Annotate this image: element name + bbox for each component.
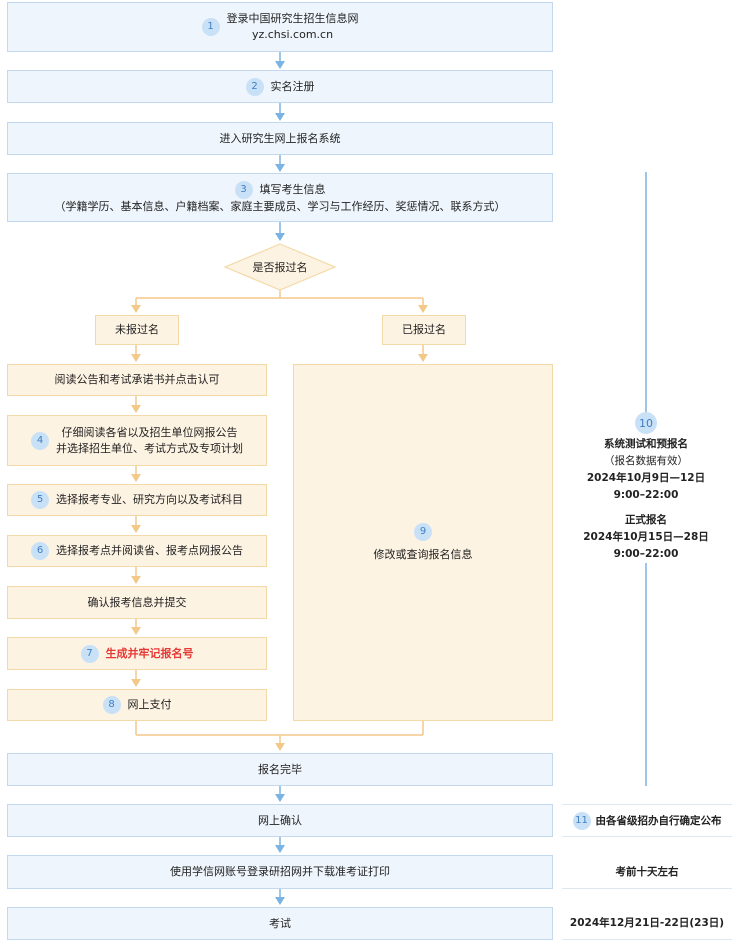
step-3-title: 填写考生信息 (259, 182, 326, 196)
step-8-badge: 8 (102, 696, 121, 714)
step-7-label: 生成并牢记报名号 (105, 646, 194, 660)
online-confirm-label: 网上确认 (258, 813, 302, 827)
step-11-confirm-time: 11 由各省级招办自行确定公布 (562, 804, 732, 837)
step-5-label: 选择报考专业、研究方向以及考试科目 (56, 493, 243, 506)
step-3-fill-info: 3 填写考生信息 （学籍学历、基本信息、户籍档案、家庭主要成员、学习与工作经历、… (7, 173, 553, 222)
download-ticket-label: 使用学信网账号登录研招网并下载准考证打印 (170, 865, 390, 878)
read-announcement-step: 阅读公告和考试承诺书并点击认可 (7, 364, 267, 396)
registration-complete-step: 报名完毕 (7, 753, 553, 786)
step-1-url: yz.chsi.com.cn (251, 28, 334, 41)
download-time-row: 考前十天左右 (562, 855, 732, 889)
step-1-login: 1 登录中国研究生招生信息网 yz.chsi.com.cn (7, 2, 553, 52)
exam-label: 考试 (269, 916, 291, 930)
step-10-title-1: 系统测试和预报名 (604, 438, 688, 450)
step-10-badge: 10 (635, 412, 657, 434)
decision-diamond (223, 243, 337, 291)
step-3-badge: 3 (234, 180, 253, 199)
step-5-select-major: 5 选择报考专业、研究方向以及考试科目 (7, 484, 267, 516)
step-9-modify-query: 9 修改或查询报名信息 (293, 364, 553, 721)
step-3-details: （学籍学历、基本信息、户籍档案、家庭主要成员、学习与工作经历、奖惩情况、联系方式… (54, 199, 506, 213)
step-4-line2: 并选择招生单位、考试方式及专项计划 (56, 441, 243, 455)
decision-label: 是否报过名 (252, 261, 308, 274)
step-10-title-2: 正式报名 (625, 514, 667, 526)
step-9-badge: 9 (414, 522, 432, 541)
step-2-label: 实名注册 (270, 79, 315, 93)
not-registered-label: 未报过名 (115, 323, 159, 336)
enter-system-step: 进入研究生网上报名系统 (7, 122, 553, 155)
read-announcement-label: 阅读公告和考试承诺书并点击认可 (54, 373, 220, 386)
step-10-date-1: 2024年10月9日—12日 (586, 472, 706, 484)
download-ticket-step: 使用学信网账号登录研招网并下载准考证打印 (7, 855, 553, 889)
confirm-submit-label: 确认报考信息并提交 (87, 595, 187, 609)
step-10-schedule: 10 系统测试和预报名 （报名数据有效） 2024年10月9日—12日 9:00… (572, 412, 720, 563)
step-6-select-site: 6 选择报考点并阅读省、报考点网报公告 (7, 535, 267, 567)
step-6-label: 选择报考点并阅读省、报考点网报公告 (56, 544, 243, 557)
step-10-note-1: （报名数据有效） (604, 455, 688, 467)
step-10-date-2: 2024年10月15日—28日 (583, 531, 709, 543)
step-10-time-2: 9:00–22:00 (613, 548, 679, 560)
step-4-badge: 4 (31, 431, 49, 450)
step-2-badge: 2 (245, 77, 264, 96)
exam-step: 考试 (7, 907, 553, 940)
step-6-badge: 6 (31, 542, 49, 560)
not-registered-node: 未报过名 (95, 315, 179, 345)
online-confirm-step: 网上确认 (7, 804, 553, 837)
step-7-generate-number: 7 生成并牢记报名号 (7, 637, 267, 670)
download-time-label: 考前十天左右 (615, 865, 679, 878)
step-4-select-unit: 4 仔细阅读各省以及招生单位网报公告 并选择招生单位、考试方式及专项计划 (7, 415, 267, 466)
step-1-title: 登录中国研究生招生信息网 (226, 12, 359, 25)
enter-system-label: 进入研究生网上报名系统 (219, 131, 341, 145)
step-10-time-1: 9:00–22:00 (613, 489, 679, 501)
registered-node: 已报过名 (382, 315, 466, 345)
registered-label: 已报过名 (402, 323, 446, 336)
step-5-badge: 5 (31, 491, 49, 509)
step-8-online-payment: 8 网上支付 (7, 689, 267, 721)
step-8-label: 网上支付 (127, 698, 172, 711)
confirm-submit-step: 确认报考信息并提交 (7, 586, 267, 619)
step-11-label: 由各省级招办自行确定公布 (595, 814, 722, 827)
registration-complete-label: 报名完毕 (258, 762, 302, 776)
exam-date-label: 2024年12月21日-22日(23日) (569, 917, 725, 929)
step-11-badge: 11 (572, 811, 591, 830)
exam-date-row: 2024年12月21日-22日(23日) (562, 907, 732, 940)
step-4-line1: 仔细阅读各省以及招生单位网报公告 (61, 425, 238, 439)
step-9-label: 修改或查询报名信息 (373, 547, 473, 561)
step-1-badge: 1 (201, 18, 220, 36)
step-7-badge: 7 (80, 644, 99, 663)
step-2-register: 2 实名注册 (7, 70, 553, 103)
